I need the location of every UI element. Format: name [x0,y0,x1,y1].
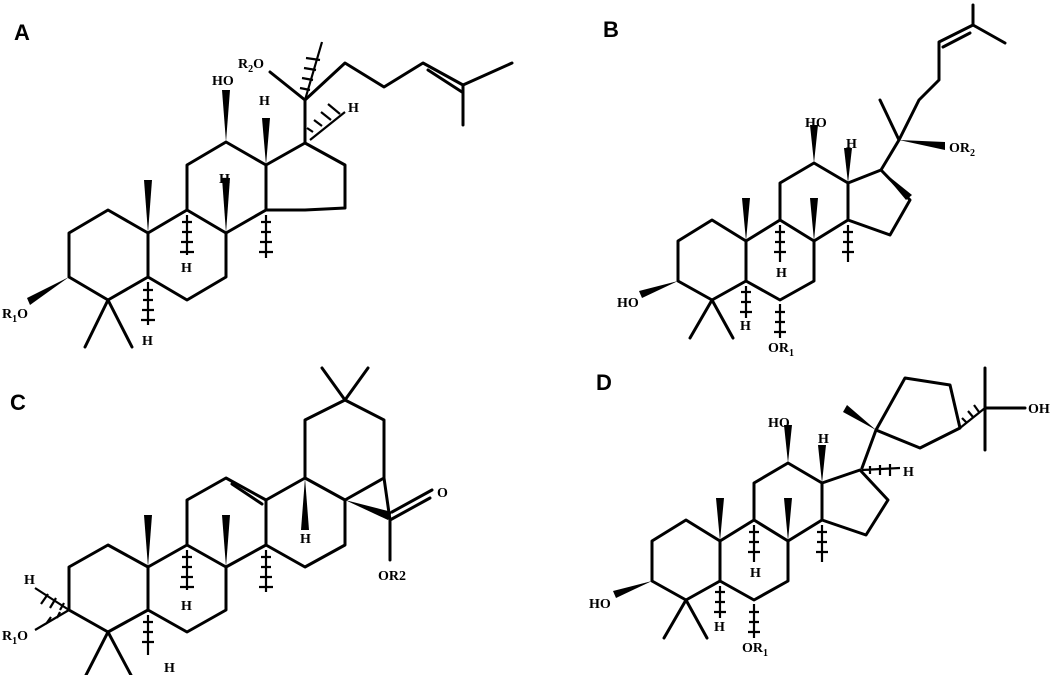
h-label-b1: H [846,137,857,152]
h-label-b2: H [776,266,787,281]
or2-label-b: OR2 [949,141,975,159]
or1-label-b: OR1 [768,341,794,359]
structure-b: B HO OR2 H H H HO OR1 [603,3,1007,359]
o-label-c: O [437,486,448,501]
h-label-d4: H [714,620,725,635]
h-label-d3: H [750,566,761,581]
h-label-c3: H [24,573,35,588]
ho3-label-b: HO [617,296,639,311]
h-label-c4: H [164,661,175,675]
ho-label-a: HO [212,74,234,89]
oh-label-d: OH [1028,402,1050,417]
panel-label-b: B [603,17,619,42]
h-label-a4: H [181,261,192,276]
h-label-c2: H [181,599,192,614]
h-label-a2: H [348,101,359,116]
h-label-a3: H [219,172,230,187]
h-label-a5: H [142,334,153,349]
h-label-d2: H [903,465,914,480]
h-label-a1: H [259,94,270,109]
h-label-d1: H [818,432,829,447]
structure-a: A R2O HO H H H H H R1O [2,20,514,349]
h-label-c1: H [300,532,311,547]
structure-c: C O OR2 H H H H R1O [2,366,448,675]
panel-label-c: C [10,390,26,415]
ho3-label-d: HO [589,597,611,612]
r2o-label-a: R2O [238,57,264,75]
ho12-label-d: HO [768,416,790,431]
ho12-label-b: HO [805,116,827,131]
panel-label-d: D [596,370,612,395]
panel-label-a: A [14,20,30,45]
r1o-label-c: R1O [2,629,28,647]
structure-d: D OH HO H H H H HO OR1 [589,366,1050,659]
or1-label-d: OR1 [742,641,768,659]
or2-label-c: OR2 [378,569,406,584]
h-label-b3: H [740,319,751,334]
r1o-label-a: R1O [2,307,28,325]
